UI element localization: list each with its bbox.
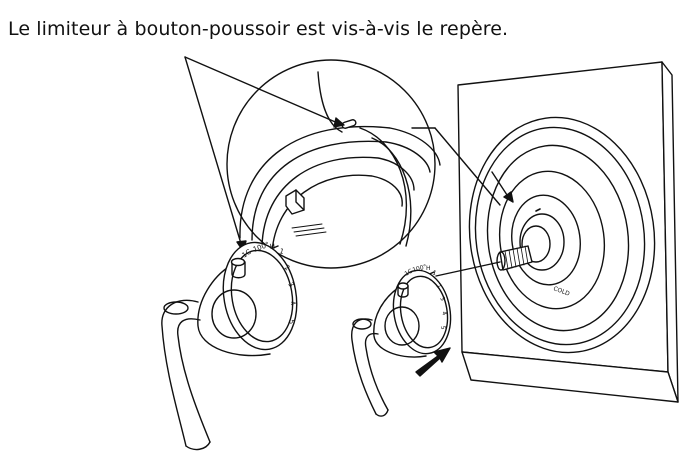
- instruction-caption: Le limiteur à bouton-poussoir est vis-à-…: [8, 18, 509, 40]
- svg-text:4: 4: [440, 310, 448, 316]
- indicator-arrow-escutcheon: [491, 171, 514, 203]
- detail-magnifier: [226, 59, 441, 269]
- svg-text:2: 2: [435, 282, 443, 290]
- handle-assembly-middle: [351, 269, 452, 417]
- svg-text:H: H: [426, 265, 431, 272]
- svg-text:3: 3: [438, 296, 446, 303]
- svg-text:H: H: [269, 243, 275, 251]
- svg-text:2: 2: [283, 263, 292, 272]
- svg-text:1: 1: [278, 247, 284, 256]
- svg-text:100°: 100°: [412, 263, 428, 274]
- push-direction-arrow: [415, 347, 451, 377]
- dial-scale-middle: 1C 100° H 1 2 3 4 5: [404, 263, 448, 330]
- svg-text:1C: 1C: [241, 248, 253, 260]
- svg-text:5: 5: [439, 325, 446, 330]
- escutcheon: [468, 116, 656, 354]
- svg-text:1C: 1C: [404, 268, 414, 278]
- svg-text:4: 4: [288, 300, 297, 307]
- handle-assembly-left: [161, 241, 298, 451]
- svg-text:3: 3: [286, 281, 295, 289]
- svg-text:5: 5: [287, 319, 296, 325]
- svg-text:1: 1: [431, 269, 437, 277]
